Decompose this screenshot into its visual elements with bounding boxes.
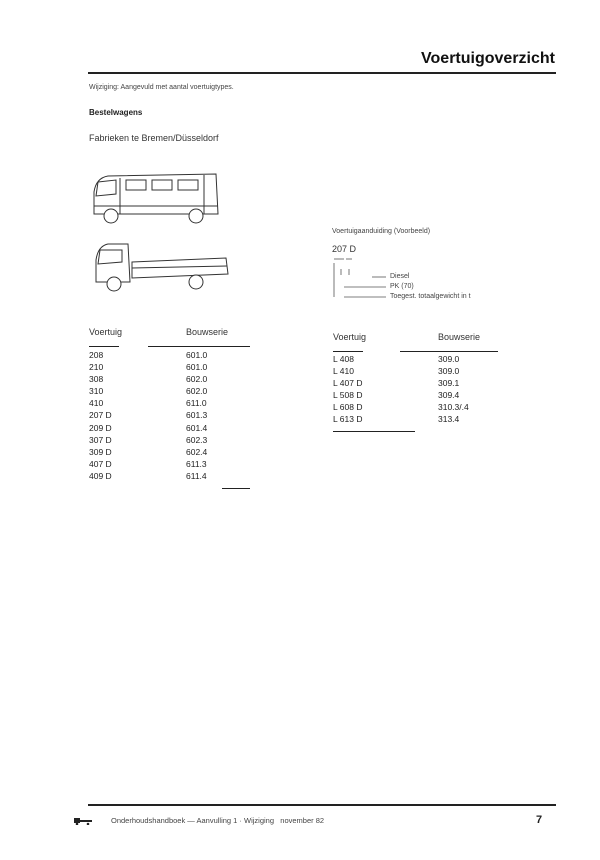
bouwserie-cell: 601.0 [186,350,208,360]
column-header-voertuig: Voertuig [89,327,123,337]
designation-example: 207 D [332,244,357,254]
voertuig-cell: L 608 D [333,402,363,413]
voertuig-cell: 208 [89,350,104,360]
bouwserie-cell: 309.4 [438,390,460,401]
voertuig-cell: 407 D [89,458,112,469]
voertuig-cell: L 410 [333,366,354,377]
header-underline [89,346,119,347]
bouwserie-cell: 602.0 [186,374,208,385]
bouwserie-cell: 309.0 [438,354,460,364]
legend-pk: PK (70) [390,283,414,290]
bouwserie-cell: 309.1 [438,378,460,389]
table-end-rule [222,488,250,489]
voertuig-cell: 207 D [89,410,112,421]
voertuig-cell: 209 D [89,422,112,433]
right-table-body: L 408 309.0 L 410 309.0 L 407 D 309.1 L 508 D 3… [333,353,508,426]
voertuig-cell: 210 [89,362,104,373]
bouwserie-cell: 611.3 [186,458,207,469]
designation-leader-lines [333,258,386,298]
page-title: Voertuigoverzicht [421,50,555,67]
designation-heading: Voertuigaanduiding (Voorbeeld) [332,228,431,235]
page-number: 7 [536,814,543,826]
header-underline [148,346,250,347]
flatbed-truck-drawing [95,243,229,292]
left-table-body: 208 601.0 210 601.0 308 602.0 310 602.0 410 611.0… [89,349,250,482]
bouwserie-cell: 313.4 [438,414,460,425]
column-header-voertuig: Voertuig [333,332,367,342]
bouwserie-cell: 602.0 [186,386,208,397]
voertuig-cell: L 408 [333,354,354,364]
bouwserie-cell: 310.3/.4 [438,402,469,413]
bouwserie-cell: 611.4 [186,470,207,481]
bouwserie-cell: 601.0 [186,362,208,373]
header-underline [333,351,363,352]
voertuig-cell: 309 D [89,446,112,457]
legend-weight: Toegest. totaalgewicht in t [390,293,471,300]
legend-diesel: Diesel [390,273,410,280]
footer-text: Onderhoudshandboek — Aanvulling 1 · Wijz… [111,816,325,825]
bouwserie-cell: 602.4 [186,446,208,457]
footer-rule [88,804,556,806]
truck-logo-icon [74,818,92,825]
panel-van-drawing [93,173,219,224]
factory-text: Fabrieken te Bremen/Düsseldorf [89,133,219,143]
change-note: Wijziging: Aangevuld met aantal voertuig… [89,84,234,91]
table-end-rule [333,431,415,432]
voertuig-cell: L 613 D [333,414,363,425]
column-header-bouwserie: Bouwserie [186,327,229,337]
voertuig-cell: 308 [89,374,104,385]
voertuig-cell: 307 D [89,434,112,445]
voertuig-cell: 409 D [89,470,112,481]
section-heading: Bestelwagens [89,108,143,117]
voertuig-cell: 310 [89,386,104,397]
bouwserie-cell: 601.4 [186,422,208,433]
van-illustrations [93,173,229,292]
voertuig-cell: L 407 D [333,378,363,389]
voertuig-cell: 410 [89,398,104,409]
bouwserie-cell: 611.0 [186,398,207,409]
header-rule [88,72,556,74]
bouwserie-cell: 309.0 [438,366,460,377]
voertuig-cell: L 508 D [333,390,363,401]
bouwserie-cell: 601.3 [186,410,208,421]
bouwserie-cell: 602.3 [186,434,208,445]
column-header-bouwserie: Bouwserie [438,332,481,342]
header-underline [400,351,498,352]
